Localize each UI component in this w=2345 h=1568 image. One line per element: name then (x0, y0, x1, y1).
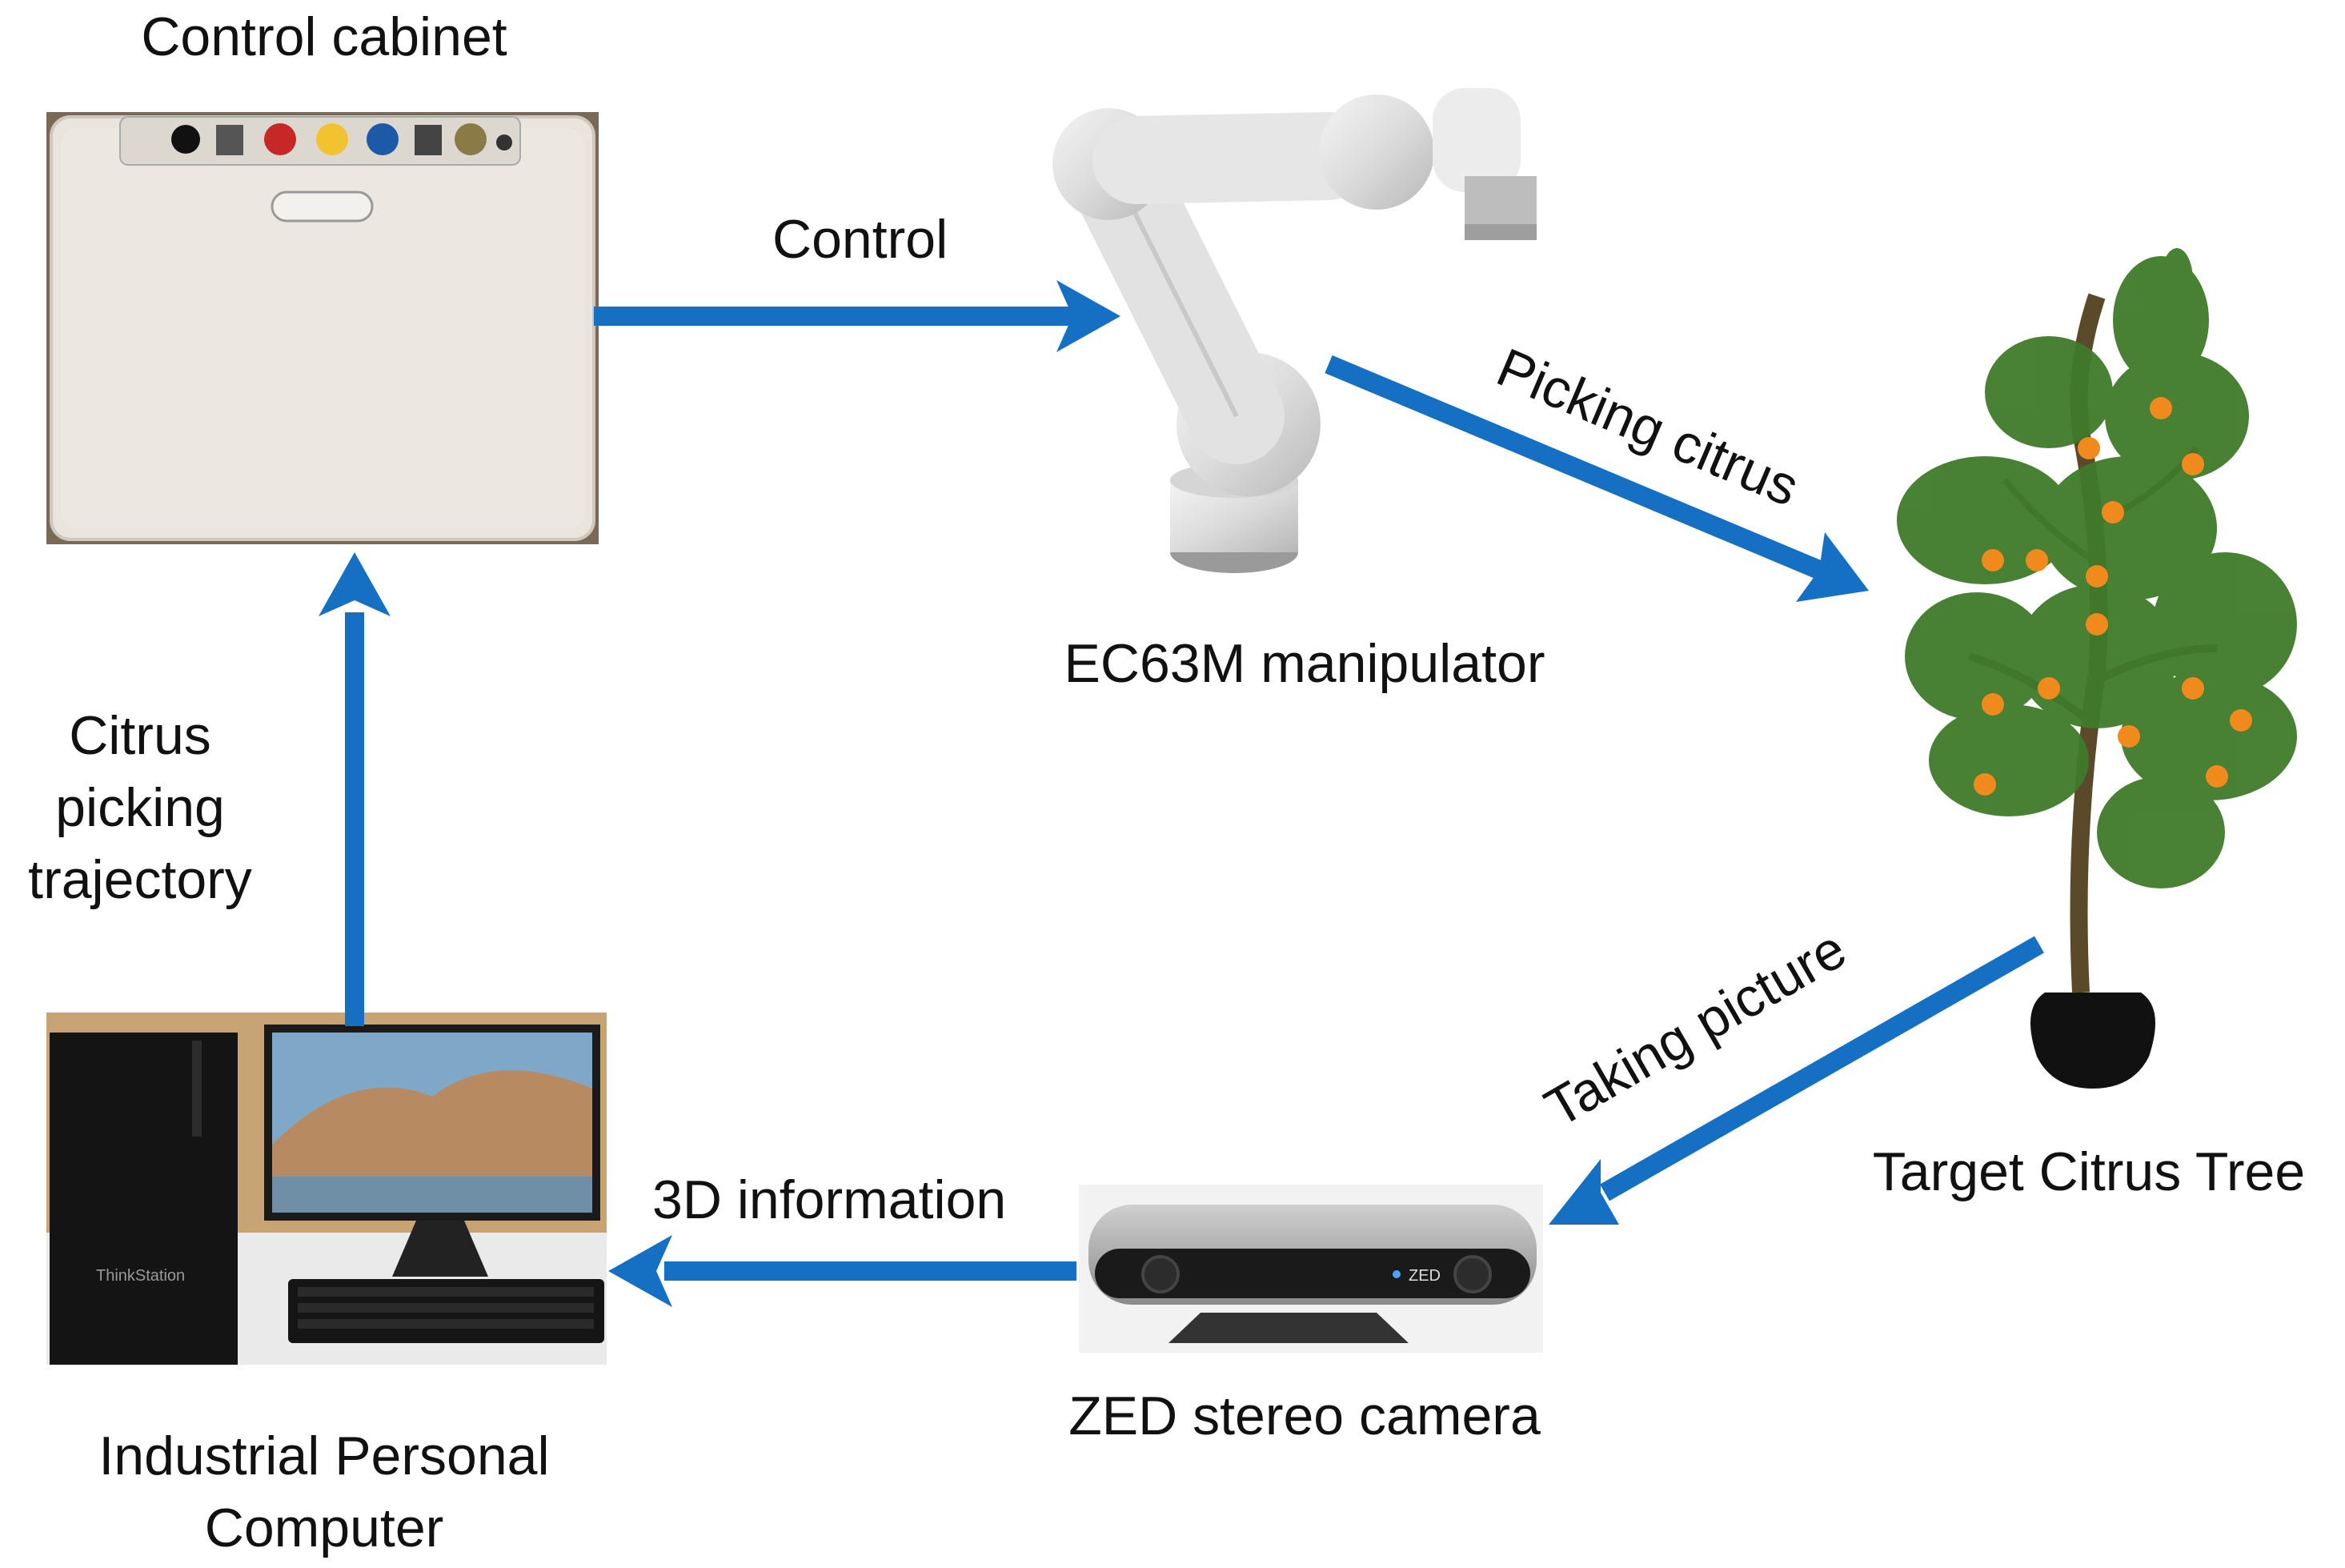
trajectory-label-line1: Citrus (69, 705, 211, 766)
arrow-trajectory (319, 552, 391, 1026)
control-cabinet-label: Control cabinet (141, 6, 507, 67)
citrus-tree-image (1897, 248, 2297, 1089)
zed-logo-text: ZED (1409, 1267, 1441, 1285)
control-edge-label: Control (772, 209, 948, 270)
ipc-image: ThinkStation (46, 1013, 607, 1365)
manipulator-label: EC63M manipulator (1064, 633, 1545, 694)
control-cabinet-image (46, 112, 599, 544)
ipc-label-line2: Computer (204, 1498, 444, 1558)
trajectory-label-line2: picking (55, 777, 225, 838)
arrow-control (594, 280, 1120, 352)
trajectory-label-line3: trajectory (28, 849, 252, 910)
svg-text:ThinkStation: ThinkStation (96, 1267, 185, 1285)
zed-camera-image: ZED (1079, 1185, 1543, 1353)
tree-label: Target Citrus Tree (1872, 1141, 2306, 1202)
label-taking-picture: Taking picture (1535, 918, 1856, 1139)
ipc-label-line1: Industrial Personal (98, 1426, 550, 1486)
info-3d-edge-label: 3D information (652, 1169, 1007, 1230)
camera-label: ZED stereo camera (1068, 1386, 1541, 1446)
arrow-picking (1325, 355, 1869, 602)
arrow-3d-information (608, 1235, 1076, 1307)
arrow-taking-picture (1549, 936, 2044, 1225)
manipulator-image (1052, 88, 1537, 573)
